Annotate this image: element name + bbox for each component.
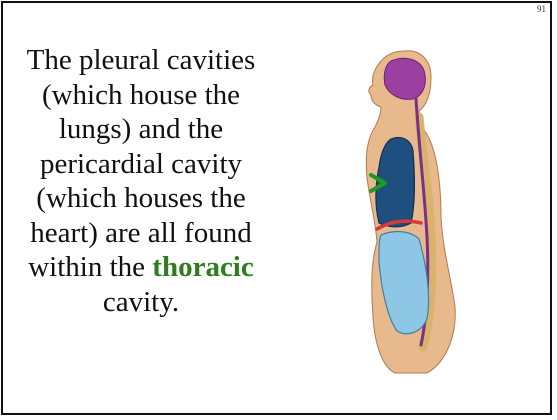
slide-caption: The pleural cavities (which house the lu…: [17, 43, 265, 319]
body-cavities-figure: [295, 47, 475, 375]
page-number: 91: [537, 4, 546, 14]
slide: 91 The pleural cavities (which house the…: [1, 1, 552, 415]
body-cavities-illustration: [295, 47, 475, 375]
caption-text: The pleural cavities (which house the lu…: [27, 44, 256, 283]
caption-highlight: thoracic: [152, 251, 253, 283]
cranial-cavity-icon: [384, 58, 425, 99]
caption-end: cavity.: [103, 286, 179, 318]
